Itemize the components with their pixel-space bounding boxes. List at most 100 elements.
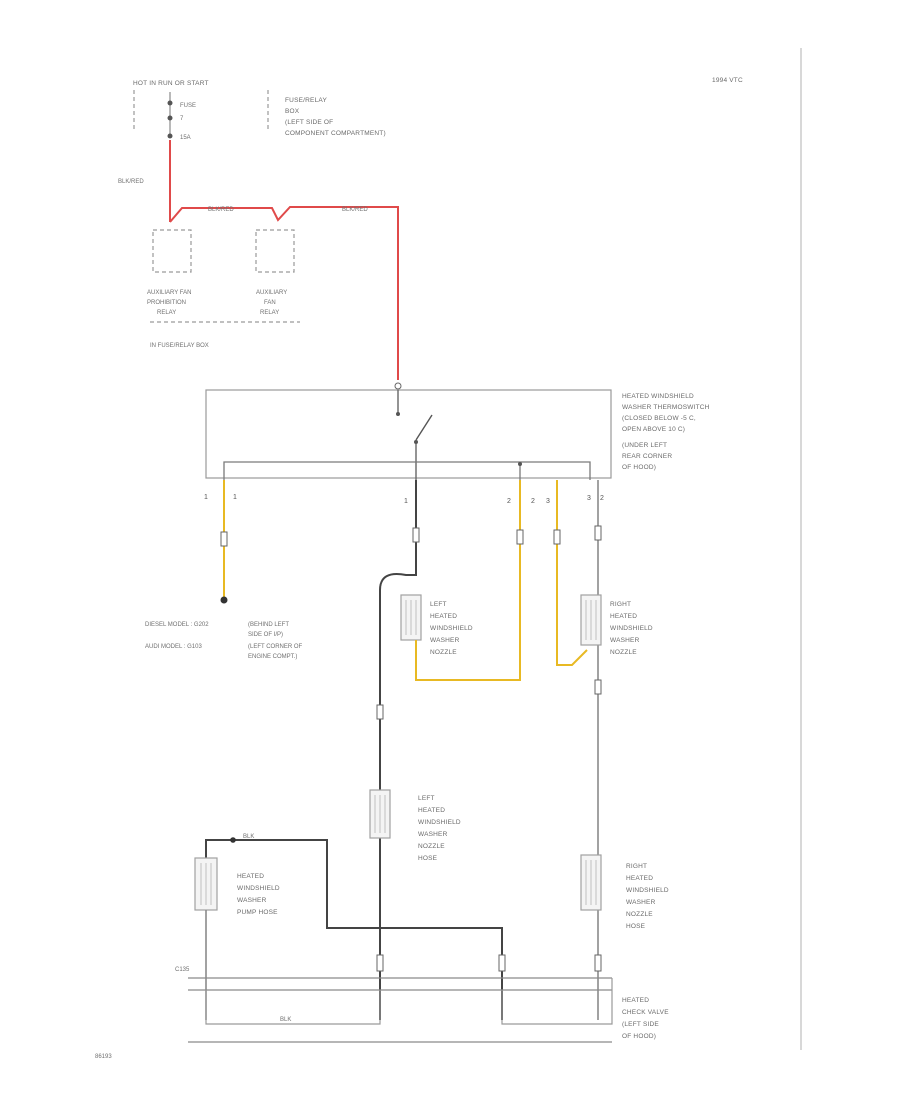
wire-color-label-3: BLK/RED	[342, 207, 368, 213]
thermo-line-3: (CLOSED BELOW -5 C,	[622, 415, 696, 422]
pin-label-2: 1	[233, 494, 237, 501]
relay-section: AUXILIARY FAN PROHIBITION RELAY AUXILIAR…	[147, 229, 300, 349]
right-nozzle-return-wire	[556, 480, 588, 666]
left-nozzle-element-lines	[405, 600, 417, 635]
thermoswitch-input-terminal	[394, 382, 402, 390]
pin-label-5: 2	[531, 498, 535, 505]
right-nozzle-return-connector	[553, 529, 561, 545]
right-nozzle-line-4: WASHER	[610, 637, 640, 644]
ground-line-2a: AUDI MODEL : G103	[145, 644, 202, 650]
check-valve-line-4: OF HOOD)	[622, 1033, 656, 1040]
ground-line-1c: SIDE OF I/P)	[248, 632, 283, 638]
thermo-line-6: REAR CORNER	[622, 453, 672, 460]
pump-hose-element-lines	[200, 863, 212, 905]
left-hose-upper-connector	[376, 704, 384, 720]
wire-color-label-1: BLK/RED	[118, 179, 144, 185]
feed-wire-bus	[169, 206, 399, 380]
pump-hose-line-3: WASHER	[237, 897, 267, 904]
check-valve-line-1: HEATED	[622, 997, 649, 1004]
thermoswitch-junction	[518, 462, 522, 466]
ground-line-2b: (LEFT CORNER OF	[248, 644, 303, 650]
pin-label-3: 1	[404, 498, 408, 505]
fuse-terminal-top	[167, 100, 173, 106]
right-hose-line-1: RIGHT	[626, 863, 647, 870]
pin-label-6: 3	[546, 498, 550, 505]
year-label: 1994 VTC	[712, 77, 743, 84]
right-nozzle-lower-connector	[594, 679, 602, 695]
check-valve-terminal-1	[376, 954, 384, 972]
pump-hose-line-1: HEATED	[237, 873, 264, 880]
thermoswitch-internal-bus	[223, 461, 591, 480]
right-nozzle-feed-connector	[594, 525, 602, 541]
check-valve-terminal-2	[498, 954, 506, 972]
left-nozzle-line-1: LEFT	[430, 601, 447, 608]
connector-c135-label: C135	[175, 967, 190, 973]
fuse-terminal-mid	[167, 115, 173, 121]
relay-left-line-2: PROHIBITION	[147, 300, 186, 306]
right-nozzle-line-5: NOZZLE	[610, 649, 637, 656]
thermo-line-7: OF HOOD)	[622, 464, 656, 471]
left-hose-line-2: HEATED	[418, 807, 445, 814]
fuse-box-line-2: BOX	[285, 108, 300, 115]
fuse-box-line-3: (LEFT SIDE OF	[285, 119, 333, 126]
fuse-box-line-4: COMPONENT COMPARTMENT)	[285, 130, 386, 137]
relay-left-line-1: AUXILIARY FAN	[147, 290, 191, 296]
aux-fan-relay	[255, 229, 295, 273]
left-nozzle-hose: LEFT HEATED WINDSHIELD WASHER NOZZLE HOS…	[369, 704, 461, 862]
left-nozzle-line-4: WASHER	[430, 637, 460, 644]
pin-label-4: 2	[507, 498, 511, 505]
left-nozzle-return-connector	[516, 529, 524, 545]
right-nozzle-line-3: WINDSHIELD	[610, 625, 653, 632]
relay-right-line-1: AUXILIARY	[256, 290, 287, 296]
feed-wires: BLK/RED BLK/RED BLK/RED	[118, 140, 399, 380]
aux-fan-prohibition-relay	[152, 229, 192, 273]
right-nozzle-element-lines	[585, 600, 597, 640]
left-hose-line-5: NOZZLE	[418, 843, 445, 850]
pin-label-8: 2	[600, 495, 604, 502]
right-hose-line-5: NOZZLE	[626, 911, 653, 918]
page-number: 86193	[95, 1054, 112, 1060]
right-hose-line-3: WINDSHIELD	[626, 887, 669, 894]
thermoswitch: HEATED WINDSHIELD WASHER THERMOSWITCH (C…	[205, 382, 710, 480]
switch-blade	[415, 414, 433, 441]
thermo-line-2: WASHER THERMOSWITCH	[622, 404, 710, 411]
check-valve-wire-label: BLK	[280, 1017, 291, 1023]
pump-hose-circuit: BLK HEATED WINDSHIELD WASHER PUMP HOSE	[194, 834, 503, 1020]
wire-color-label-2: BLK/RED	[208, 207, 234, 213]
thermoswitch-housing	[205, 389, 612, 479]
ground-line-1a: DIESEL MODEL : G202	[145, 622, 209, 628]
left-nozzle-feed-connector	[412, 527, 420, 543]
left-nozzle-return-wire	[415, 480, 521, 681]
pump-hose-line-2: WINDSHIELD	[237, 885, 280, 892]
right-hose-line-4: WASHER	[626, 899, 656, 906]
thermo-line-5: (UNDER LEFT	[622, 442, 667, 449]
pump-hose-splice	[230, 837, 236, 843]
fuse-rating: 15A	[180, 135, 191, 141]
check-valve-left-loop	[205, 990, 381, 1025]
pin-labels: 1 1 1 2 2 3 3 2	[204, 494, 604, 505]
check-valve-line-2: CHECK VALVE	[622, 1009, 669, 1016]
right-nozzle-hose: RIGHT HEATED WINDSHIELD WASHER NOZZLE HO…	[580, 854, 669, 930]
switch-contact-bottom	[414, 440, 418, 444]
left-nozzle-line-2: HEATED	[430, 613, 457, 620]
left-hose-line-6: HOSE	[418, 855, 438, 862]
ground-line-2c: ENGINE COMPT.)	[248, 654, 297, 660]
left-hose-line-4: WASHER	[418, 831, 448, 838]
fuse-box-line-1: FUSE/RELAY	[285, 97, 327, 104]
right-hose-line-2: HEATED	[626, 875, 653, 882]
power-header: HOT IN RUN OR START	[133, 80, 209, 87]
relay-right-line-3: RELAY	[260, 310, 279, 316]
switch-contact-top	[396, 412, 400, 416]
relay-left-line-3: RELAY	[157, 310, 176, 316]
fuse-number: 7	[180, 116, 184, 122]
right-hose-element-lines	[585, 860, 597, 905]
relay-box-label: IN FUSE/RELAY BOX	[150, 343, 209, 349]
thermo-line-1: HEATED WINDSHIELD	[622, 393, 694, 400]
right-nozzle-line-2: HEATED	[610, 613, 637, 620]
ground-circuit: DIESEL MODEL : G202 (BEHIND LEFT SIDE OF…	[145, 480, 303, 660]
left-nozzle-line-5: NOZZLE	[430, 649, 457, 656]
ground-wire-connector	[220, 531, 228, 547]
left-hose-element-lines	[374, 795, 386, 833]
pump-hose-wire	[205, 839, 503, 1020]
